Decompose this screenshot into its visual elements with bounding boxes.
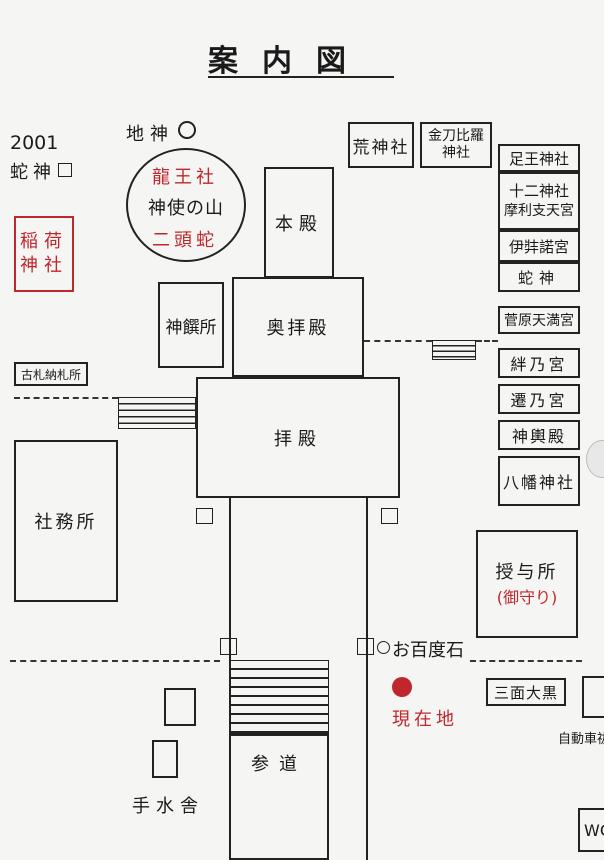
shamusho-box: 社務所 (14, 440, 118, 602)
dragon-shrine-circle (126, 148, 246, 262)
hachiman-label: 八幡神社 (502, 473, 575, 492)
lower-right-dashed (470, 660, 582, 662)
sanmen-daikoku-box: 三面大黒 (486, 678, 566, 706)
juni-jinja-label: 十二神社 (508, 182, 569, 201)
snake-deity-label: 蛇神 (10, 162, 56, 183)
kizuna-label: 絆乃宮 (510, 355, 568, 374)
shamusho-label: 社務所 (34, 512, 98, 533)
wc-label: WC (584, 820, 604, 840)
sando-box: 参道 (229, 734, 329, 860)
sando-label: 参道 (251, 754, 307, 775)
sen-label: 遷乃宮 (510, 391, 568, 410)
konpira-line-2: 神社 (442, 145, 470, 161)
shinsenjo-label: 神饌所 (165, 317, 217, 338)
current-location-label: 現在地 (392, 709, 458, 730)
snake-deity-marker (58, 163, 72, 177)
left-stairs (118, 397, 196, 429)
snake-god-label: 蛇神 (517, 268, 560, 287)
wc-box: WC (578, 808, 604, 852)
ashio-jinja-box: 足王神社 (498, 144, 580, 172)
right-stairs (432, 340, 476, 360)
juyosho-label: 授与所 (495, 561, 559, 583)
konpira-line-1: 金刀比羅 (428, 127, 484, 144)
omamori-label: (御守り) (496, 587, 558, 607)
sanmen-daikoku-label: 三面大黒 (493, 683, 558, 702)
temizuya-square-lower (152, 740, 178, 778)
title-underline (208, 76, 394, 78)
right-lantern-marker (381, 508, 398, 524)
sen-box: 遷乃宮 (498, 384, 580, 414)
arajinja-box: 荒神社 (348, 122, 414, 168)
right-gate-marker (357, 638, 374, 655)
map-title: 案内図 (208, 44, 370, 79)
dragon-shrine-label: 龍王社 (152, 167, 218, 188)
lower-left-dashed (10, 660, 220, 662)
inari-shrine-box: 稲荷 神社 (14, 216, 74, 292)
ground-deity-label: 地神 (126, 124, 174, 145)
hachiman-box: 八幡神社 (498, 456, 580, 506)
haiden-label: 拝殿 (274, 428, 322, 450)
shinyoden-label: 神輿殿 (511, 427, 566, 446)
okuhaiden-label: 奥拝殿 (266, 318, 330, 339)
snake-god-box: 蛇神 (498, 262, 580, 292)
okuhaiden-box: 奥拝殿 (232, 277, 364, 377)
ground-deity-circle-marker (178, 121, 196, 139)
path-right-dashed-2 (476, 340, 498, 342)
izanagi-box: 伊弉諾宮 (498, 230, 580, 262)
scroll-handle[interactable] (586, 440, 604, 478)
juni-marishi-box: 十二神社 摩利支天宮 (498, 172, 580, 230)
shinyoden-box: 神輿殿 (498, 420, 580, 450)
haiden-box: 拝殿 (196, 377, 400, 498)
honden-label: 本殿 (275, 213, 323, 235)
kizuna-box: 絆乃宮 (498, 348, 580, 378)
ohyakudo-circle-marker (377, 641, 390, 654)
sacred-mountain-label: 神使の山 (148, 198, 224, 219)
shinsenjo-box: 神饌所 (158, 282, 224, 368)
left-lantern-marker (196, 508, 213, 524)
arajinja-label: 荒神社 (352, 137, 410, 158)
path-right-dashed (364, 340, 432, 342)
current-location-dot (392, 677, 412, 697)
parking-label: 自動車祓 (558, 732, 604, 747)
konpira-box: 金刀比羅 神社 (420, 122, 492, 168)
parking-box-edge (582, 676, 604, 718)
ohyakudo-label: お百度石 (392, 640, 464, 661)
left-gate-marker (220, 638, 237, 655)
izanagi-label: 伊弉諾宮 (508, 237, 569, 256)
temizuya-square-upper (164, 688, 196, 726)
approach-stairs (229, 660, 329, 734)
inari-line-1: 稲荷 (20, 230, 68, 252)
two-headed-snake-label: 二頭蛇 (152, 230, 218, 251)
inari-line-2: 神社 (20, 255, 68, 276)
kofuda-label: 古札納札所 (20, 367, 81, 382)
temizuya-label: 手水舎 (132, 796, 204, 817)
marishiten-label: 摩利支天宮 (504, 202, 574, 219)
path-left-dashed (14, 397, 118, 399)
juyosho-box: 授与所 (御守り) (476, 530, 578, 638)
approach-right-line (366, 498, 368, 860)
sugawara-label: 菅原天満宮 (504, 313, 574, 329)
year-label: 2001 (10, 132, 59, 154)
honden-box: 本殿 (264, 167, 334, 278)
kofuda-box: 古札納札所 (14, 362, 88, 386)
sugawara-box: 菅原天満宮 (498, 306, 580, 334)
ashio-jinja-label: 足王神社 (508, 149, 569, 168)
